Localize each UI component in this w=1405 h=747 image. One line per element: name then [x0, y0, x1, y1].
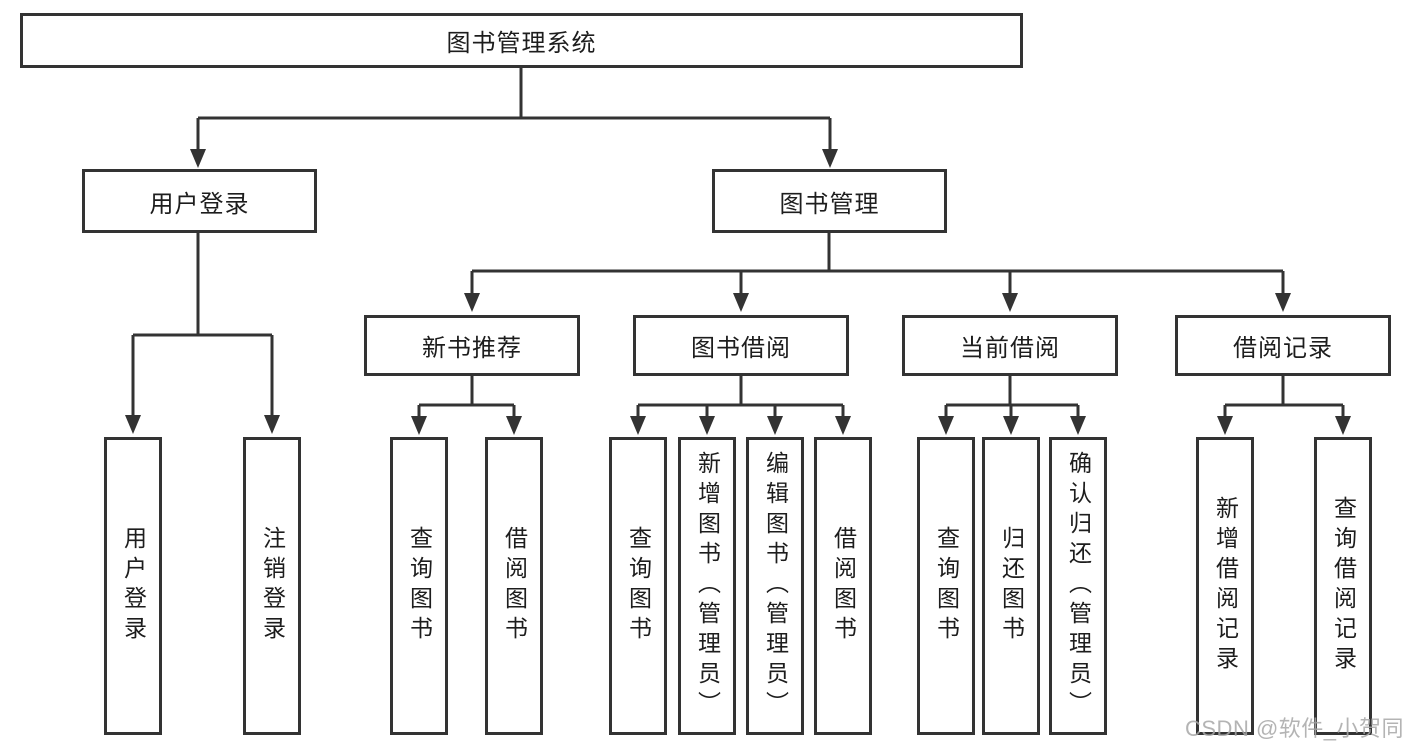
node-new-book-recommend: 新书推荐 [364, 315, 580, 376]
edges-current-borrow-to-leaves [938, 376, 1086, 435]
node-book-management: 图书管理 [712, 169, 947, 233]
leaf-add-borrow-record: 新增借阅记录 [1196, 437, 1254, 735]
edges-user-login-to-leaves [125, 233, 280, 434]
edges-borrow-records-to-leaves [1217, 376, 1351, 435]
leaf-confirm-return-admin: 确认归还（管理员） [1049, 437, 1107, 735]
leaf-edit-books-admin: 编辑图书（管理员） [746, 437, 804, 735]
leaf-return-books: 归还图书 [982, 437, 1040, 735]
edges-book-borrow-to-leaves [630, 376, 851, 435]
node-current-borrow: 当前借阅 [902, 315, 1118, 376]
leaf-query-books-current: 查询图书 [917, 437, 975, 735]
node-library-management-system: 图书管理系统 [20, 13, 1023, 68]
leaf-add-books-admin: 新增图书（管理员） [678, 437, 736, 735]
csdn-watermark: CSDN @软件_小贺同学 [1185, 716, 1405, 741]
edges-root-to-level2 [190, 68, 838, 168]
node-user-login: 用户登录 [82, 169, 317, 233]
leaf-logout: 注销登录 [243, 437, 301, 735]
node-borrow-records: 借阅记录 [1175, 315, 1391, 376]
leaf-query-books-borrow: 查询图书 [609, 437, 667, 735]
edges-book-management-to-level3 [464, 233, 1291, 312]
leaf-borrow-books-recommend: 借阅图书 [485, 437, 543, 735]
edges-new-book-recommend-to-leaves [411, 376, 522, 435]
leaf-user-login: 用户登录 [104, 437, 162, 735]
leaf-query-books-recommend: 查询图书 [390, 437, 448, 735]
node-book-borrow: 图书借阅 [633, 315, 849, 376]
leaf-query-borrow-record: 查询借阅记录 [1314, 437, 1372, 735]
leaf-borrow-books: 借阅图书 [814, 437, 872, 735]
